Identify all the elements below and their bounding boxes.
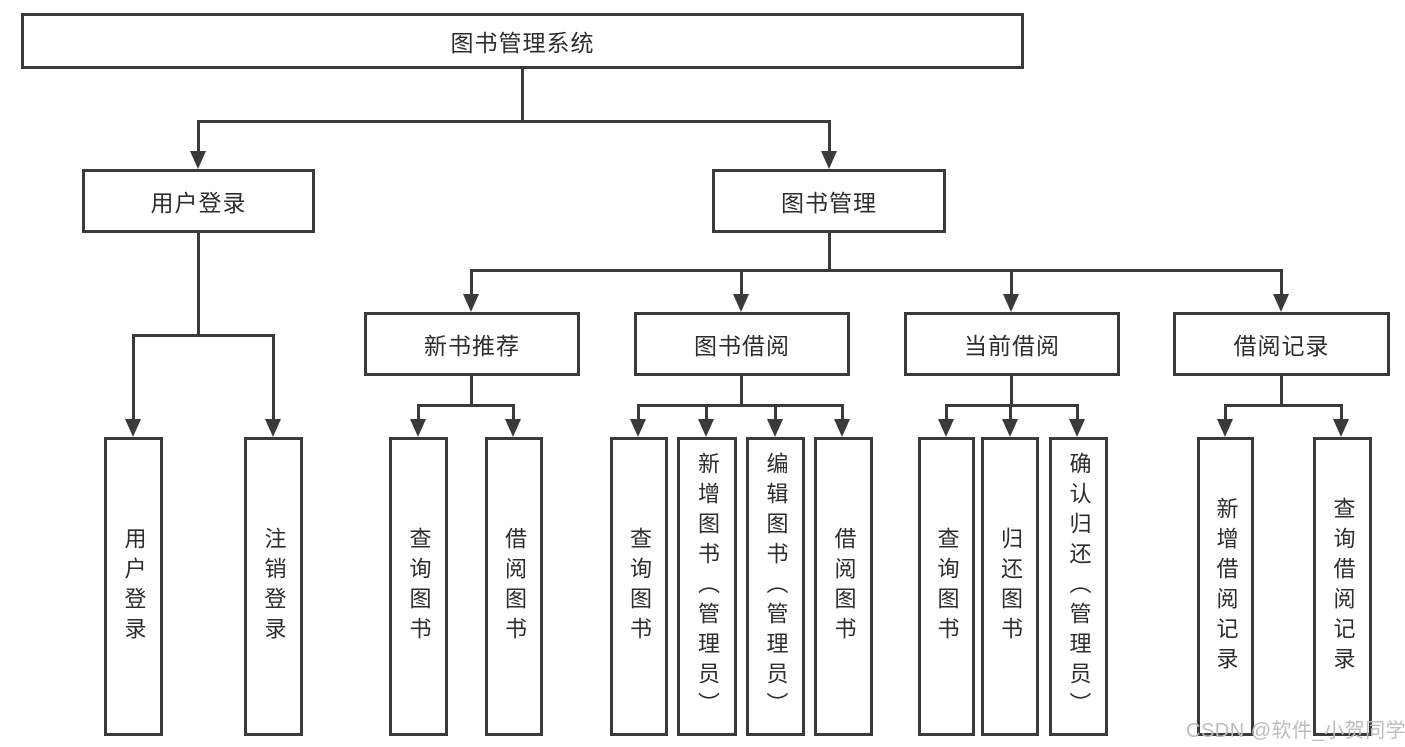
connector-line bbox=[945, 404, 1079, 407]
leaf-user-login: 用户登录 bbox=[104, 437, 163, 736]
leaf-query-books-recommend: 查询图书 bbox=[389, 437, 448, 736]
connector-line bbox=[132, 334, 135, 420]
connector-line bbox=[1224, 404, 1343, 407]
node-book-management-label: 图书管理 bbox=[781, 190, 877, 216]
leaf-borrow-books-recommend: 借阅图书 bbox=[485, 437, 543, 736]
arrowhead-down-icon bbox=[410, 419, 426, 437]
arrowhead-down-icon bbox=[698, 419, 714, 437]
connector-line bbox=[470, 269, 473, 295]
connector-line bbox=[1280, 376, 1283, 406]
leaf-edit-book-admin-label: 编辑图书（管理员） bbox=[763, 451, 789, 722]
connector-line bbox=[637, 404, 844, 407]
connector-line bbox=[197, 120, 200, 152]
leaf-confirm-return-admin-label: 确认归还（管理员） bbox=[1066, 451, 1092, 722]
leaf-query-books-borrow-label: 查询图书 bbox=[627, 526, 652, 647]
leaf-add-book-admin: 新增图书（管理员） bbox=[677, 437, 737, 736]
connector-line bbox=[945, 404, 948, 420]
node-current-borrow: 当前借阅 bbox=[904, 312, 1120, 376]
leaf-return-book-label: 归还图书 bbox=[998, 526, 1023, 647]
node-current-borrow-label: 当前借阅 bbox=[964, 333, 1060, 359]
connector-line bbox=[740, 376, 743, 406]
connector-line bbox=[740, 269, 743, 295]
connector-line bbox=[828, 120, 831, 152]
leaf-confirm-return-admin: 确认归还（管理员） bbox=[1049, 437, 1108, 736]
leaf-logout: 注销登录 bbox=[244, 437, 303, 736]
connector-line bbox=[828, 233, 831, 271]
node-user-login-label: 用户登录 bbox=[150, 190, 247, 216]
connector-line bbox=[774, 404, 777, 420]
csdn-watermark: CSDN @软件_小贺同学 bbox=[1186, 720, 1405, 742]
connector-line bbox=[197, 120, 831, 123]
node-borrow-records: 借阅记录 bbox=[1173, 312, 1390, 376]
node-root-label: 图书管理系统 bbox=[450, 30, 595, 56]
leaf-return-book: 归还图书 bbox=[981, 437, 1039, 736]
leaf-query-books-borrow: 查询图书 bbox=[610, 437, 668, 736]
node-book-borrow: 图书借阅 bbox=[634, 312, 850, 376]
node-book-borrow-label: 图书借阅 bbox=[694, 333, 790, 359]
connector-line bbox=[1224, 404, 1227, 420]
leaf-edit-book-admin: 编辑图书（管理员） bbox=[746, 437, 805, 736]
arrowhead-down-icon bbox=[190, 151, 206, 169]
connector-line bbox=[470, 269, 1283, 272]
connector-line bbox=[1010, 376, 1013, 406]
arrowhead-down-icon bbox=[630, 419, 646, 437]
connector-line bbox=[1009, 404, 1012, 420]
connector-line bbox=[272, 334, 275, 420]
leaf-borrow-books: 借阅图书 bbox=[814, 437, 873, 736]
leaf-query-books-current-label: 查询图书 bbox=[934, 526, 960, 647]
connector-line bbox=[417, 404, 515, 407]
node-new-book-recommend: 新书推荐 bbox=[364, 312, 580, 376]
arrowhead-down-icon bbox=[1273, 294, 1289, 312]
arrowhead-down-icon bbox=[1069, 419, 1085, 437]
connector-line bbox=[417, 404, 420, 420]
arrowhead-down-icon bbox=[1217, 419, 1233, 437]
connector-line bbox=[521, 68, 524, 123]
leaf-add-book-admin-label: 新增图书（管理员） bbox=[695, 451, 720, 722]
connector-line bbox=[470, 376, 473, 406]
leaf-borrow-books-label: 借阅图书 bbox=[831, 526, 857, 647]
connector-line bbox=[132, 334, 275, 337]
node-root: 图书管理系统 bbox=[21, 13, 1024, 69]
connector-line bbox=[705, 404, 708, 420]
leaf-add-borrow-record: 新增借阅记录 bbox=[1197, 437, 1254, 736]
arrowhead-down-icon bbox=[938, 419, 954, 437]
arrowhead-down-icon bbox=[821, 151, 837, 169]
node-book-management: 图书管理 bbox=[712, 169, 946, 233]
leaf-query-borrow-record: 查询借阅记录 bbox=[1313, 437, 1372, 736]
leaf-logout-label: 注销登录 bbox=[261, 526, 287, 647]
leaf-user-login-label: 用户登录 bbox=[121, 526, 147, 647]
connector-line bbox=[1076, 404, 1079, 420]
leaf-borrow-books-recommend-label: 借阅图书 bbox=[502, 526, 527, 647]
connector-line bbox=[1280, 269, 1283, 295]
connector-line bbox=[1340, 404, 1343, 420]
leaf-query-borrow-record-label: 查询借阅记录 bbox=[1330, 496, 1356, 677]
arrowhead-down-icon bbox=[505, 419, 521, 437]
connector-line bbox=[637, 404, 640, 420]
node-borrow-records-label: 借阅记录 bbox=[1233, 333, 1330, 359]
arrowhead-down-icon bbox=[834, 419, 850, 437]
arrowhead-down-icon bbox=[767, 419, 783, 437]
leaf-query-books-recommend-label: 查询图书 bbox=[406, 526, 432, 647]
node-user-login: 用户登录 bbox=[82, 169, 315, 233]
arrowhead-down-icon bbox=[1003, 294, 1019, 312]
node-new-book-recommend-label: 新书推荐 bbox=[424, 333, 520, 359]
connector-line bbox=[841, 404, 844, 420]
arrowhead-down-icon bbox=[125, 419, 141, 437]
connector-line bbox=[512, 404, 515, 420]
arrowhead-down-icon bbox=[1002, 419, 1018, 437]
arrowhead-down-icon bbox=[265, 419, 281, 437]
arrowhead-down-icon bbox=[733, 294, 749, 312]
leaf-query-books-current: 查询图书 bbox=[918, 437, 975, 736]
connector-line bbox=[197, 233, 200, 336]
arrowhead-down-icon bbox=[463, 294, 479, 312]
connector-line bbox=[1010, 269, 1013, 295]
arrowhead-down-icon bbox=[1333, 419, 1349, 437]
leaf-add-borrow-record-label: 新增借阅记录 bbox=[1213, 496, 1239, 677]
